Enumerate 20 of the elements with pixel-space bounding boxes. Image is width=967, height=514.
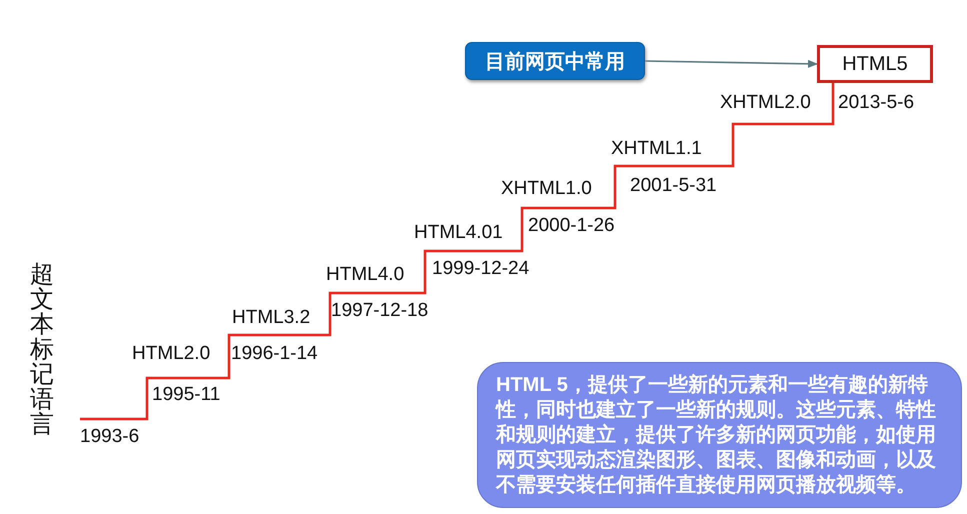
- date-label: 2013-5-6: [838, 92, 914, 114]
- version-box: HTML5: [817, 45, 933, 83]
- axis-label: 超文本标记语言: [30, 262, 55, 437]
- version-label: HTML4.01: [414, 222, 503, 244]
- note-box: HTML 5，提供了一些新的元素和一些有趣的新特性，同时也建立了一些新的规则。这些元素、特性和规则的建立，提供了许多新的网页功能，如使用网页实现动态渲染图形、图表、图像和动画，以及不需要安装任何插件直接使用网页播放视频等。: [477, 362, 962, 508]
- date-label: 1999-12-24: [432, 258, 530, 280]
- label-box: 目前网页中常用: [465, 42, 645, 80]
- date-label: 1997-12-18: [331, 300, 428, 322]
- version-label: HTML2.0: [132, 343, 210, 365]
- version-label: 1995-11: [152, 384, 220, 406]
- date-label: 1993-6: [80, 426, 140, 448]
- version-label: XHTML1.0: [501, 178, 592, 200]
- date-label: 2001-5-31: [630, 175, 717, 197]
- version-label: XHTML1.1: [611, 138, 702, 160]
- version-label: XHTML2.0: [720, 92, 811, 114]
- version-label: HTML4.0: [326, 264, 404, 286]
- version-label: 1996-1-14: [231, 343, 318, 365]
- arrow: [644, 60, 818, 68]
- version-label: HTML3.2: [232, 307, 310, 329]
- date-label: 2000-1-26: [528, 215, 615, 237]
